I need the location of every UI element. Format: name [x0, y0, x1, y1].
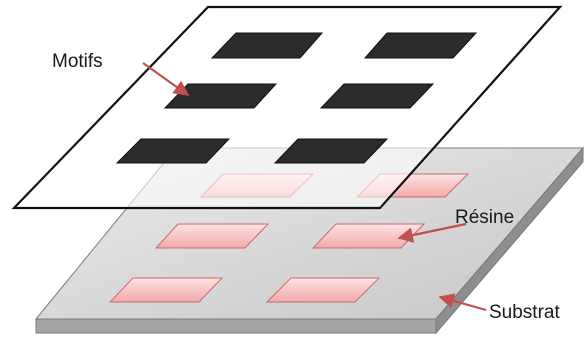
substrat-arrow — [438, 293, 487, 312]
label-substrat: Substrat — [489, 302, 560, 323]
mask-motif-6 — [273, 138, 389, 164]
mask-motif-3 — [163, 83, 278, 109]
motifs-arrow — [142, 62, 190, 96]
resist-pad-3 — [154, 223, 270, 249]
substrate-front-face — [35, 318, 437, 334]
mask-motif-5 — [115, 138, 231, 164]
resist-pad-5 — [108, 277, 224, 303]
mask-motifs — [115, 32, 478, 164]
callout-arrows — [142, 62, 487, 312]
resine-arrow — [397, 222, 467, 243]
mask-motif-1 — [210, 32, 324, 59]
labels: Motifs Résine Substrat — [52, 51, 560, 323]
label-resine: Résine — [455, 207, 514, 228]
label-motifs: Motifs — [52, 51, 103, 72]
resist-pad-6 — [265, 277, 381, 303]
resist-pad-4 — [311, 223, 426, 249]
substrate-side-face — [435, 146, 584, 335]
mask-motif-2 — [363, 32, 478, 59]
mask-motif-4 — [319, 83, 435, 109]
